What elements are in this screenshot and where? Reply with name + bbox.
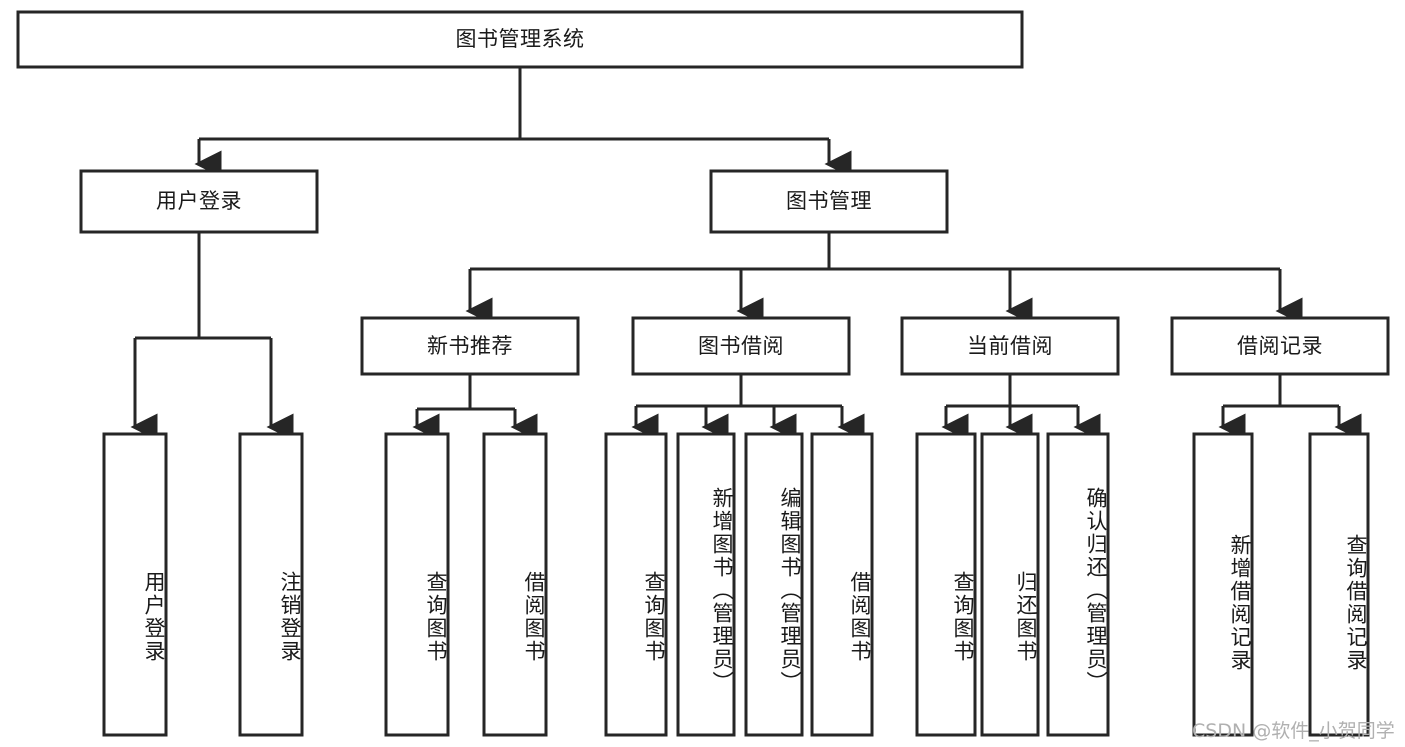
node-book-management[interactable] (709, 169, 949, 234)
node-current-borrow[interactable] (900, 316, 1120, 376)
node-leaf-user-login[interactable] (102, 432, 168, 737)
node-leaf-edit-book-admin[interactable] (744, 432, 804, 737)
node-leaf-borrow-book-rec[interactable] (482, 432, 548, 737)
node-root-book-management-system[interactable] (16, 10, 1024, 69)
node-leaf-query-book-rec[interactable] (384, 432, 450, 737)
node-leaf-borrow-book[interactable] (810, 432, 874, 737)
node-leaf-confirm-return-admin[interactable] (1046, 432, 1110, 737)
node-leaf-add-book-admin[interactable] (676, 432, 736, 737)
node-leaf-add-borrow-record[interactable] (1192, 432, 1254, 737)
node-leaf-query-book-borrow[interactable] (604, 432, 668, 737)
node-leaf-query-borrow-record[interactable] (1308, 432, 1370, 737)
node-user-login[interactable] (79, 169, 319, 234)
node-leaf-return-book[interactable] (980, 432, 1040, 737)
node-book-borrow[interactable] (631, 316, 851, 376)
node-new-book-recommend[interactable] (360, 316, 580, 376)
node-leaf-query-book-current[interactable] (915, 432, 977, 737)
node-borrow-record[interactable] (1170, 316, 1390, 376)
node-leaf-logout[interactable] (238, 432, 304, 737)
